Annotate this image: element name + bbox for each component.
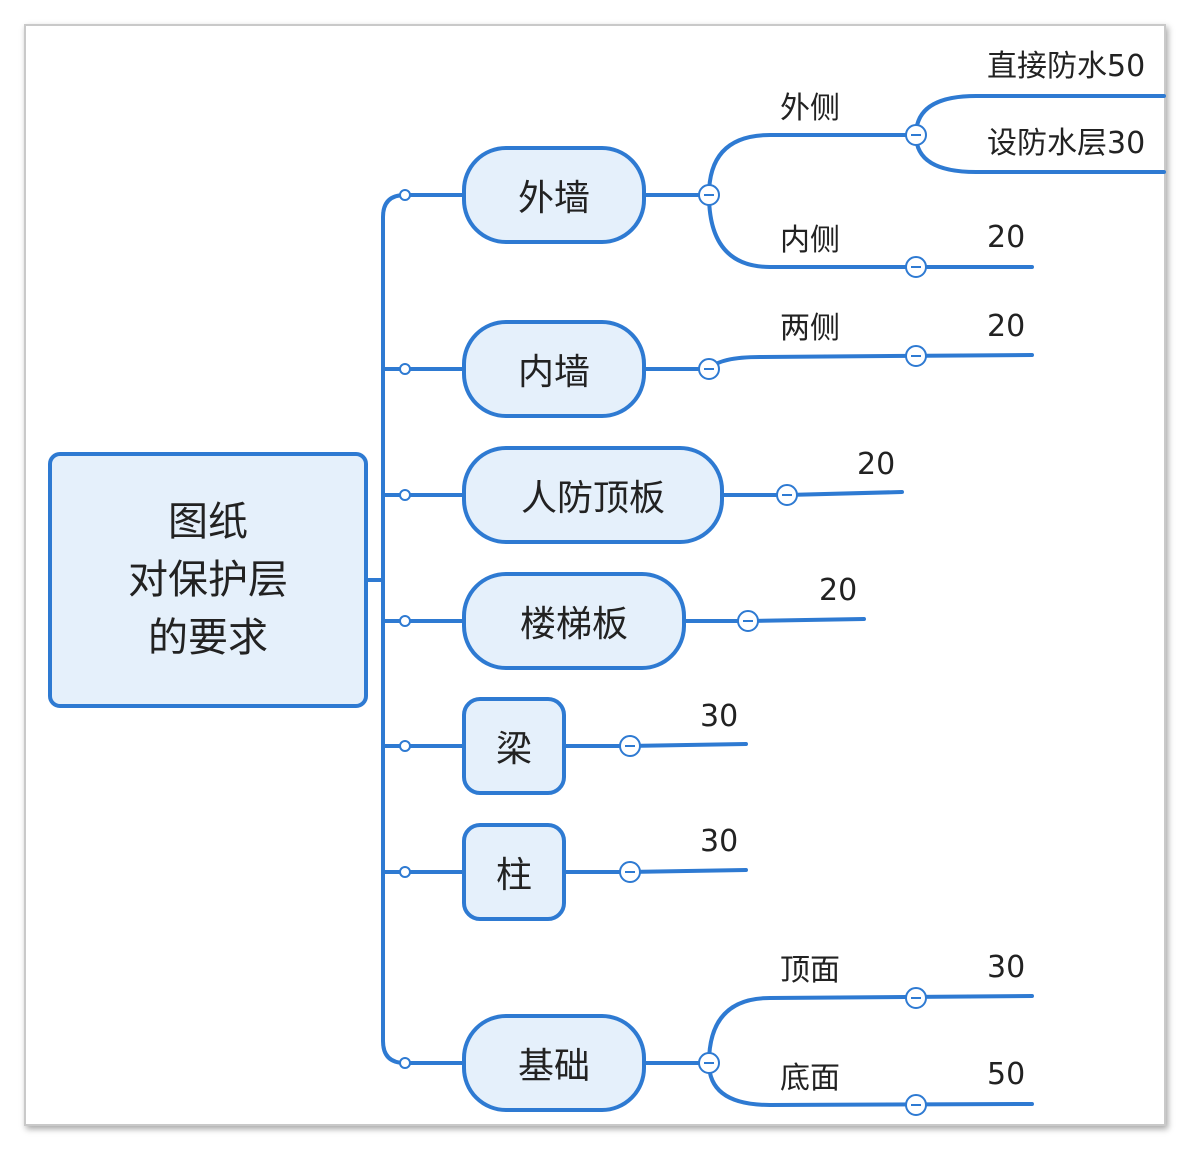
node-jichu-label: 基础 — [517, 1046, 590, 1087]
value-liang[interactable]: 30 — [700, 699, 739, 734]
collapse-minus-icon[interactable] — [905, 256, 927, 278]
collapse-minus-icon[interactable] — [905, 987, 927, 1009]
collapse-minus-icon[interactable] — [619, 735, 641, 757]
node-neiqiang-label: 内墙 — [517, 352, 590, 393]
collapse-minus-icon[interactable] — [737, 610, 759, 632]
node-liang[interactable]: 梁 — [462, 697, 566, 795]
node-waiqiang-label: 外墙 — [517, 178, 590, 219]
value-louti[interactable]: 20 — [819, 573, 858, 608]
collapse-minus-icon[interactable] — [619, 861, 641, 883]
node-louti[interactable]: 楼梯板 — [462, 572, 686, 670]
label-jichu-bottom[interactable]: 底面 — [780, 1061, 840, 1096]
node-jichu[interactable]: 基础 — [462, 1014, 646, 1112]
node-zhu[interactable]: 柱 — [462, 823, 566, 921]
value-zhu[interactable]: 30 — [700, 824, 739, 859]
label-waice-layer[interactable]: 设防水层30 — [987, 126, 1146, 161]
connector-dot-icon — [399, 615, 411, 627]
root-line-1: 图纸 — [168, 499, 248, 545]
collapse-minus-icon[interactable] — [905, 345, 927, 367]
value-neice[interactable]: 20 — [987, 220, 1026, 255]
collapse-minus-icon[interactable] — [698, 184, 720, 206]
root-line-3: 的要求 — [148, 615, 268, 661]
node-renfang-label: 人防顶板 — [520, 478, 665, 519]
label-jichu-top[interactable]: 顶面 — [780, 953, 840, 988]
collapse-minus-icon[interactable] — [698, 1052, 720, 1074]
connector-dot-icon — [399, 1057, 411, 1069]
connector-dot-icon — [399, 489, 411, 501]
connector-dot-icon — [399, 189, 411, 201]
collapse-minus-icon[interactable] — [698, 358, 720, 380]
value-renfang[interactable]: 20 — [857, 447, 896, 482]
node-zhu-label: 柱 — [495, 855, 532, 896]
node-louti-label: 楼梯板 — [519, 604, 628, 645]
label-neice[interactable]: 内侧 — [780, 223, 840, 258]
label-liangce[interactable]: 两侧 — [780, 311, 840, 346]
node-liang-label: 梁 — [495, 729, 532, 770]
label-waice[interactable]: 外侧 — [780, 91, 840, 126]
value-liangce[interactable]: 20 — [987, 309, 1026, 344]
connector-dot-icon — [399, 363, 411, 375]
collapse-minus-icon[interactable] — [905, 1094, 927, 1116]
node-renfang[interactable]: 人防顶板 — [462, 446, 724, 544]
node-neiqiang[interactable]: 内墙 — [462, 320, 646, 418]
root-line-2: 对保护层 — [128, 557, 288, 603]
node-waiqiang[interactable]: 外墙 — [462, 146, 646, 244]
collapse-minus-icon[interactable] — [776, 484, 798, 506]
value-jichu-bottom[interactable]: 50 — [987, 1057, 1026, 1092]
connector-dot-icon — [399, 866, 411, 878]
connector-dot-icon — [399, 740, 411, 752]
root-node[interactable]: 图纸 对保护层 的要求 — [48, 452, 368, 708]
label-waice-direct[interactable]: 直接防水50 — [987, 49, 1146, 84]
value-jichu-top[interactable]: 30 — [987, 950, 1026, 985]
collapse-minus-icon[interactable] — [905, 124, 927, 146]
